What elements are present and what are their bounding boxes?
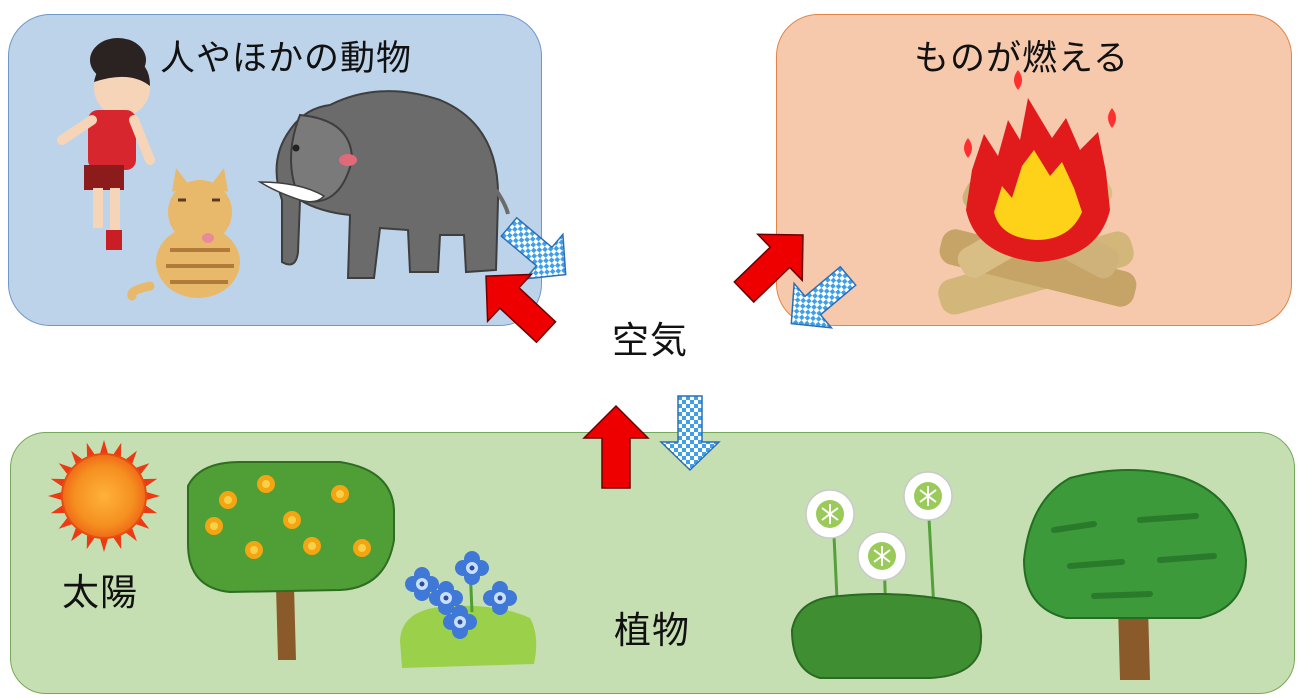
arrow-air-to-fire [733,233,804,304]
arrow-air-to-plants [659,395,721,472]
arrow-animals-to-air [500,216,567,280]
fire-label: ものが燃える [914,39,1129,79]
plants-label: 植物 [614,609,690,652]
sun-label: 太陽 [62,571,138,614]
arrow-air-to-animals [485,273,557,344]
sun-illustration [48,440,160,552]
arrow-fire-to-air [790,265,857,329]
air-label: 空気 [612,319,688,362]
orange-tree-illustration [187,461,395,660]
clover-flowers-illustration [790,471,982,679]
elephant-illustration [257,90,510,279]
arrow-plants-to-air [582,404,650,489]
blue-flowers-illustration [400,551,537,668]
cat-illustration [127,168,240,301]
campfire-illustration [938,70,1137,315]
animals-label: 人やほかの動物 [160,39,413,79]
green-tree-illustration [1022,469,1248,680]
girl-illustration [57,38,155,250]
